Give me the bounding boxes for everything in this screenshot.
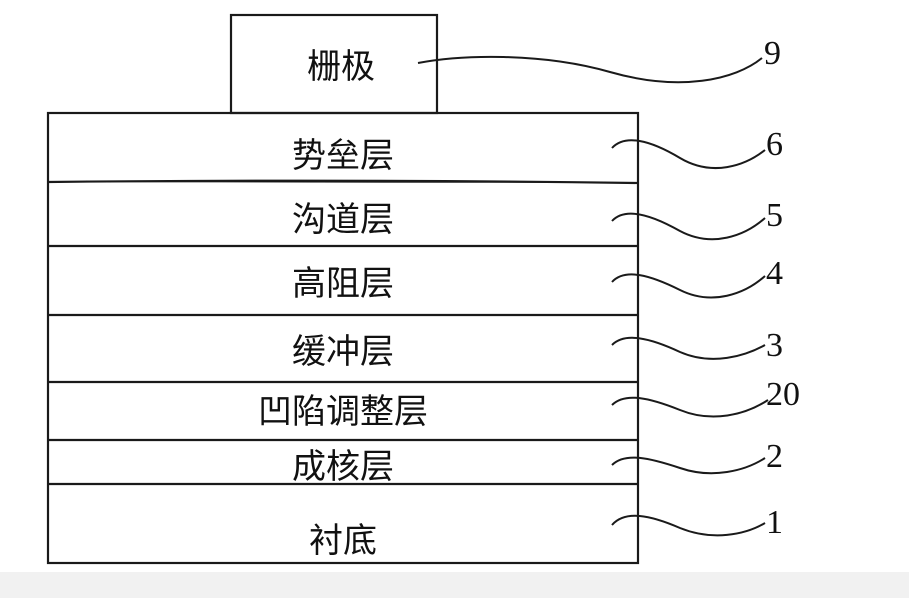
layer-label-channel: 沟道层 <box>292 200 394 240</box>
layer-label-buffer: 缓冲层 <box>292 332 394 372</box>
layer-label-nucleation: 成核层 <box>292 447 394 487</box>
ref-number-recess-adjust: 20 <box>766 376 800 413</box>
leader-line-nucleation <box>611 456 766 475</box>
ref-number-buffer: 3 <box>766 327 783 364</box>
leader-line-gate <box>417 55 763 84</box>
leader-line-buffer <box>611 336 766 360</box>
leader-line-channel <box>611 212 766 241</box>
bottom-strip <box>0 572 909 598</box>
leader-line-high-resistance <box>611 273 766 299</box>
layer-label-recess-adjust: 凹陷调整层 <box>258 392 428 432</box>
ref-number-substrate: 1 <box>766 504 783 541</box>
leader-line-substrate <box>611 514 766 537</box>
leader-line-barrier <box>611 139 766 169</box>
layer-label-substrate: 衬底 <box>309 521 377 561</box>
ref-number-nucleation: 2 <box>766 438 783 475</box>
layer-label-barrier: 势垒层 <box>292 136 394 176</box>
gate-label: 栅极 <box>307 47 375 87</box>
separator-barrier-channel <box>47 179 639 185</box>
ref-number-barrier: 6 <box>766 126 783 163</box>
ref-number-gate: 9 <box>764 35 781 72</box>
ref-number-high-resistance: 4 <box>766 255 783 292</box>
leader-line-recess-adjust <box>611 396 769 418</box>
ref-number-channel: 5 <box>766 197 783 234</box>
layer-label-high-resistance: 高阻层 <box>292 264 394 304</box>
